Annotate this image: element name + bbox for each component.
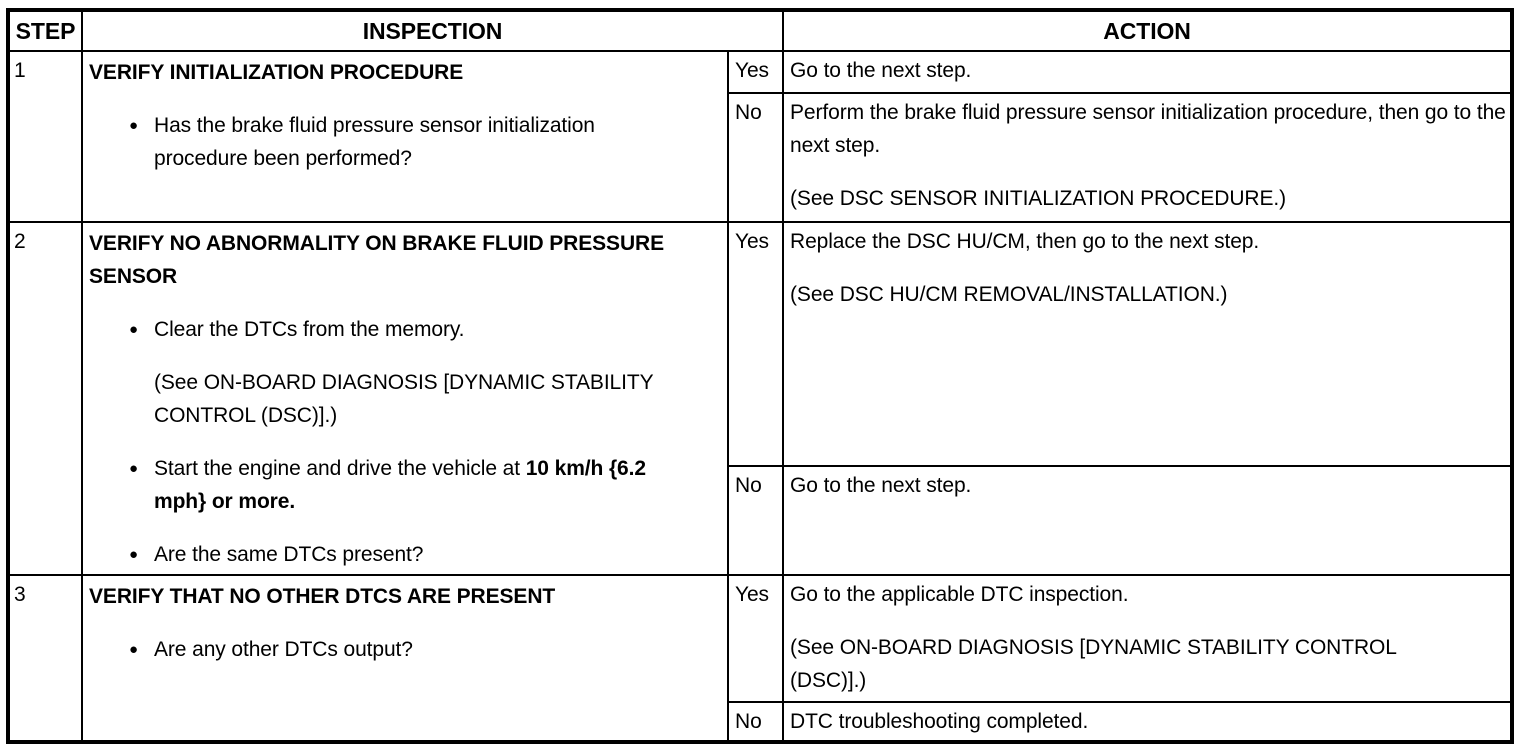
inspection-title-1: VERIFY INITIALIZATION PROCEDURE	[89, 61, 464, 84]
action-cell-3-yes: Go to the applicable DTC inspection. (Se…	[782, 574, 1514, 703]
bullet-text: Are the same DTCs present?	[154, 543, 424, 566]
yes-cell-1: Yes	[726, 50, 785, 94]
table-row: 3 VERIFY THAT NO OTHER DTCS ARE PRESENT …	[7, 574, 1514, 743]
yes-cell-3: Yes	[726, 574, 785, 703]
action-cell-1-no: Perform the brake fluid pressure sensor …	[782, 92, 1514, 223]
bullet-icon: ●	[129, 321, 138, 338]
list-item: ● Are the same DTCs present?	[129, 538, 721, 571]
troubleshooting-table: STEP INSPECTION ACTION 1 VERIFY INITIALI…	[6, 8, 1515, 744]
action-text: Perform the brake fluid pressure sensor …	[790, 101, 1506, 157]
bullet-text: Clear the DTCs from the memory.	[154, 318, 465, 341]
list-item: ● Has the brake fluid pressure sensor in…	[129, 109, 721, 175]
table-row: 2 VERIFY NO ABNORMALITY ON BRAKE FLUID P…	[7, 221, 1514, 576]
list-item: ● Are any other DTCs output?	[129, 633, 721, 666]
bullet-icon: ●	[129, 117, 138, 134]
header-inspection: INSPECTION	[80, 9, 785, 52]
step-number-2: 2	[7, 221, 83, 576]
action-see-reference: (See DSC SENSOR INITIALIZATION PROCEDURE…	[790, 187, 1287, 210]
list-item: ● Clear the DTCs from the memory.	[129, 313, 721, 346]
action-cell-3-no: DTC troubleshooting completed.	[782, 701, 1514, 743]
bullet-icon: ●	[129, 546, 138, 563]
bullet-text: Are any other DTCs output?	[154, 638, 413, 661]
action-see-reference: (See DSC HU/CM REMOVAL/INSTALLATION.)	[790, 283, 1228, 306]
action-cell-2-no: Go to the next step.	[782, 465, 1514, 576]
list-item: ● Start the engine and drive the vehicle…	[129, 452, 721, 518]
action-text: Replace the DSC HU/CM, then go to the ne…	[790, 230, 1260, 253]
step-number-3: 3	[7, 574, 83, 743]
step-number-1: 1	[7, 50, 83, 223]
action-text: DTC troubleshooting completed.	[790, 710, 1089, 733]
inspection-cell-2: VERIFY NO ABNORMALITY ON BRAKE FLUID PRE…	[81, 221, 729, 576]
inspection-cell-1: VERIFY INITIALIZATION PROCEDURE ● Has th…	[81, 50, 729, 223]
bullet-icon: ●	[129, 641, 138, 658]
action-cell-1-yes: Go to the next step.	[782, 50, 1514, 94]
bullet-text: Start the engine and drive the vehicle a…	[154, 452, 664, 518]
no-cell-2: No	[726, 465, 785, 576]
inspection-title-2: VERIFY NO ABNORMALITY ON BRAKE FLUID PRE…	[89, 232, 664, 288]
inspection-title-3: VERIFY THAT NO OTHER DTCS ARE PRESENT	[89, 585, 556, 608]
header-step: STEP	[7, 9, 83, 52]
action-text: Go to the next step.	[790, 474, 972, 497]
table-header-row: STEP INSPECTION ACTION	[7, 9, 1514, 52]
no-cell-1: No	[726, 92, 785, 223]
table-row: No Go to the next step.	[8, 465, 1514, 576]
table-row: No DTC troubleshooting completed.	[8, 701, 1514, 743]
action-see-reference: (See ON-BOARD DIAGNOSIS [DYNAMIC STABILI…	[790, 636, 1397, 692]
table-row: 1 VERIFY INITIALIZATION PROCEDURE ● Has …	[7, 50, 1514, 223]
bullet-icon: ●	[129, 460, 138, 477]
header-action: ACTION	[782, 9, 1514, 52]
bullet-text-regular: Start the engine and drive the vehicle a…	[154, 457, 526, 480]
action-text: Go to the applicable DTC inspection.	[790, 583, 1129, 606]
bullet-see-reference: (See ON-BOARD DIAGNOSIS [DYNAMIC STABILI…	[154, 371, 654, 427]
action-text: Go to the next step.	[790, 59, 972, 82]
yes-cell-2: Yes	[726, 221, 785, 467]
bullet-text-bold: 10 km/h {6.2 mph} or more.	[154, 457, 646, 513]
inspection-cell-3: VERIFY THAT NO OTHER DTCS ARE PRESENT ● …	[81, 574, 729, 743]
bullet-text: Has the brake fluid pressure sensor init…	[154, 114, 595, 170]
action-cell-2-yes: Replace the DSC HU/CM, then go to the ne…	[782, 221, 1514, 467]
table-row: No Perform the brake fluid pressure sens…	[8, 92, 1514, 223]
no-cell-3: No	[726, 701, 785, 743]
